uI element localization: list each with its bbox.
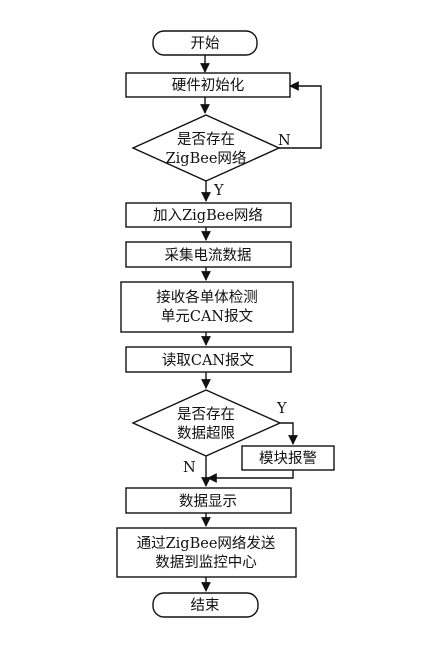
limit-decision-node: 是否存在 数据超限: [131, 389, 282, 457]
hardware-init-label: 硬件初始化: [172, 77, 245, 94]
receive-can-line2: 单元CAN报文: [161, 308, 254, 325]
data-display-label: 数据显示: [179, 493, 237, 510]
start-label: 开始: [191, 35, 220, 52]
limit-yes-label: Y: [276, 401, 287, 417]
limit-decision-line2: 数据超限: [177, 425, 235, 442]
module-alarm-label: 模块报警: [259, 450, 317, 467]
collect-current-node: 采集电流数据: [125, 241, 292, 268]
send-data-node: 通过ZigBee网络发送 数据到监控中心: [116, 527, 297, 578]
send-data-line1: 通过ZigBee网络发送: [137, 535, 276, 552]
edge-network-no-loop: [279, 81, 322, 149]
read-can-node: 读取CAN报文: [125, 346, 292, 373]
limit-no-label: N: [183, 460, 196, 476]
edge-alarm-return: [207, 470, 294, 483]
network-decision-line2: ZigBee网络: [166, 150, 247, 167]
limit-decision-line1: 是否存在: [177, 406, 235, 423]
send-data-line2: 数据到监控中心: [155, 554, 257, 571]
end-label: 结束: [191, 597, 220, 614]
module-alarm-node: 模块报警: [241, 445, 335, 471]
network-no-label: N: [278, 133, 291, 149]
join-network-node: 加入ZigBee网络: [125, 202, 292, 228]
hardware-init-node: 硬件初始化: [125, 72, 291, 98]
network-yes-label: Y: [213, 183, 224, 199]
network-decision-line1: 是否存在: [177, 131, 235, 148]
receive-can-node: 接收各单体检测 单元CAN报文: [120, 281, 294, 333]
end-node: 结束: [152, 592, 259, 618]
network-decision-node: 是否存在 ZigBee网络: [131, 114, 281, 182]
data-display-node: 数据显示: [125, 487, 292, 514]
start-node: 开始: [152, 30, 258, 56]
collect-current-label: 采集电流数据: [165, 247, 252, 264]
edge-limit-yes: [280, 422, 298, 445]
read-can-label: 读取CAN报文: [162, 352, 255, 369]
join-network-label: 加入ZigBee网络: [153, 207, 263, 224]
receive-can-line1: 接收各单体检测: [156, 289, 258, 306]
